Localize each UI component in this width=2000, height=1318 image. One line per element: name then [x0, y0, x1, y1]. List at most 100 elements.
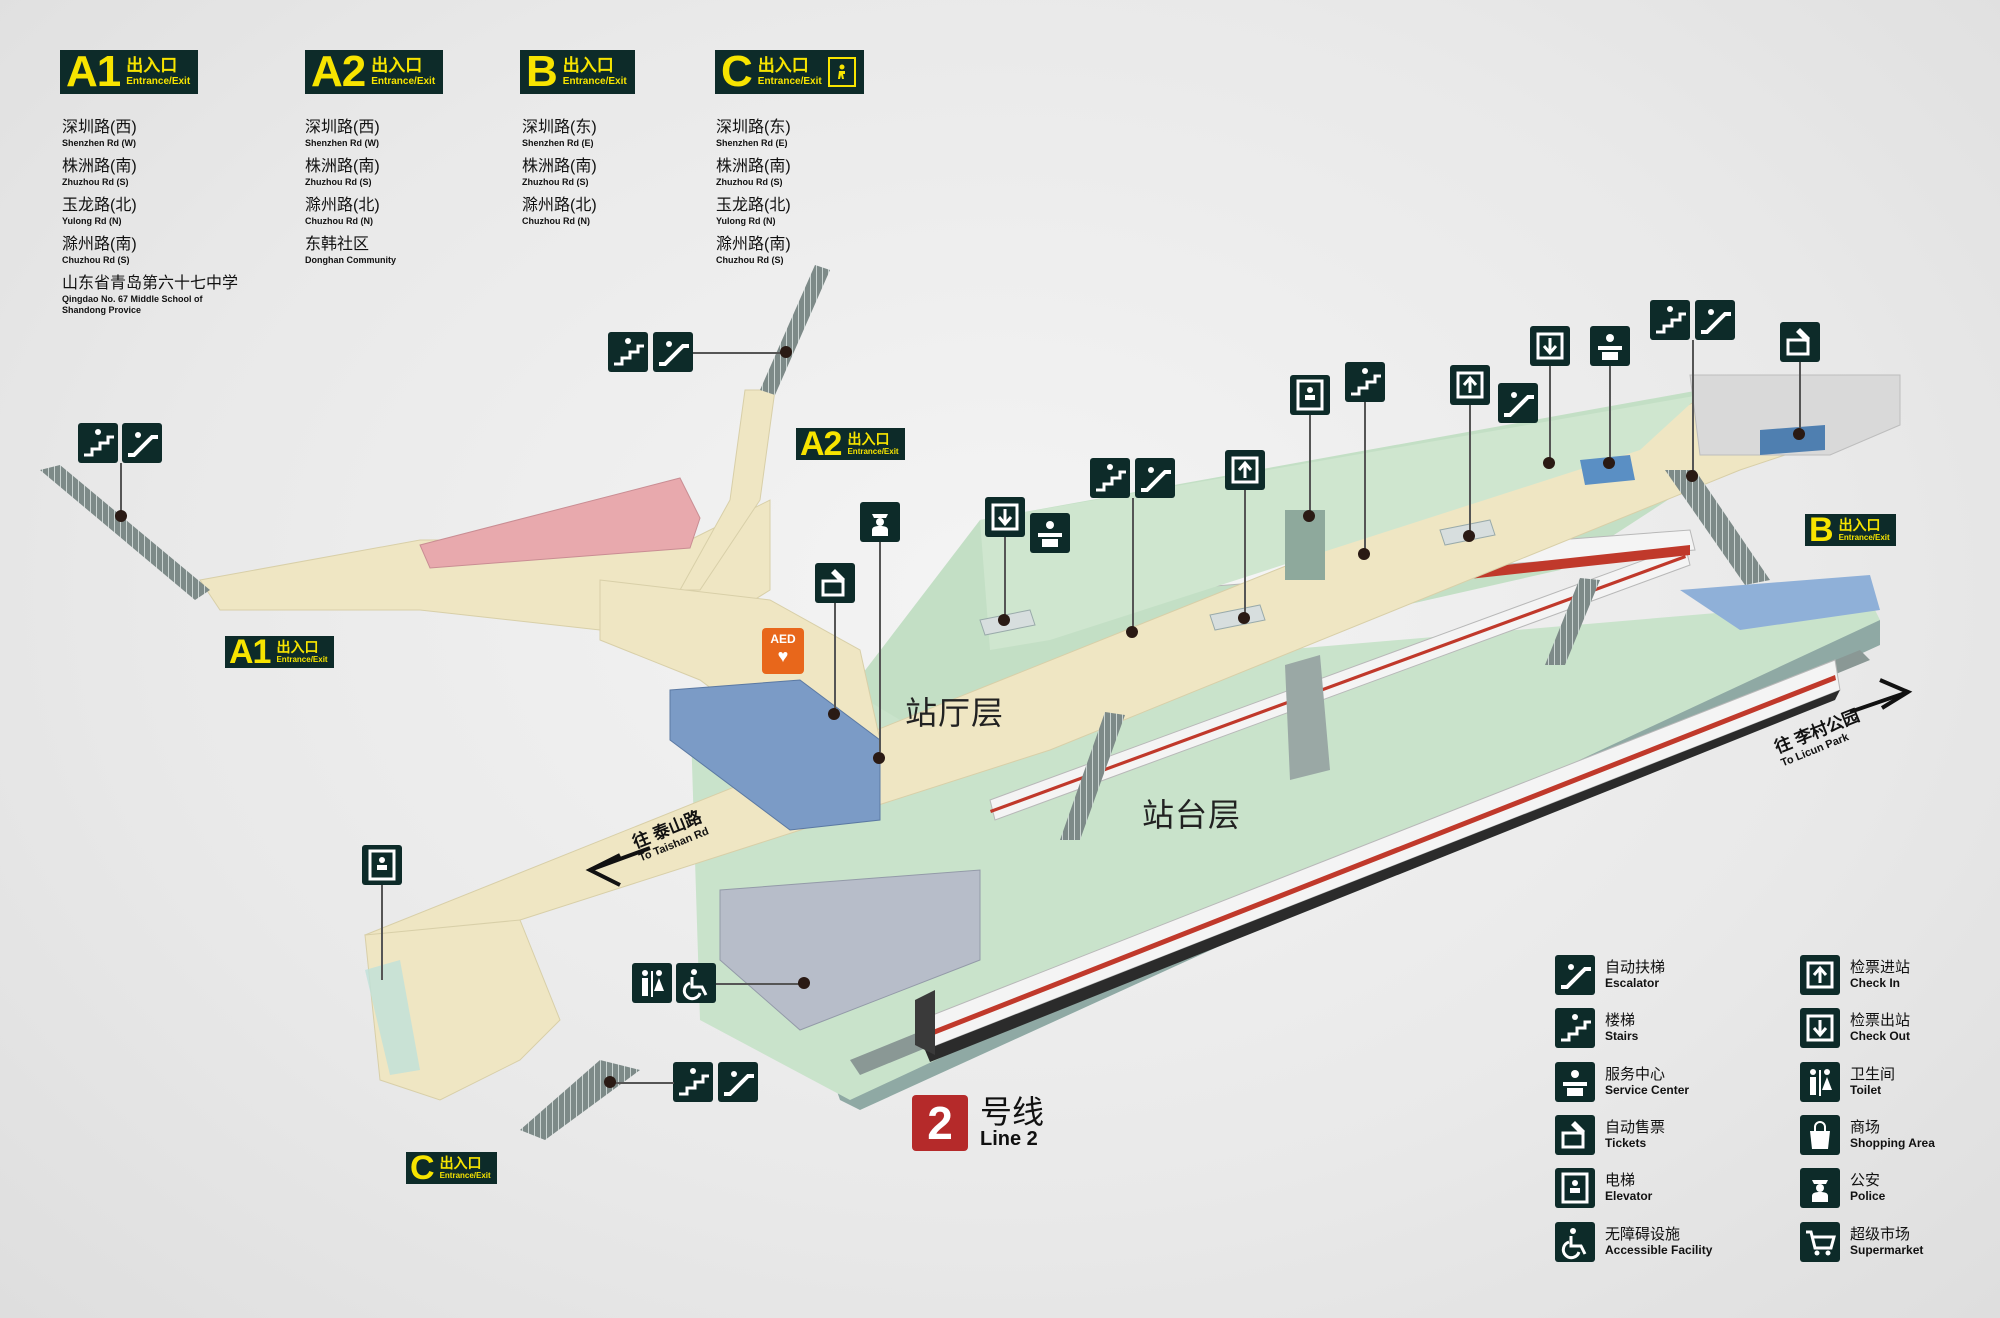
aed-label: AED	[770, 632, 796, 646]
leader-line	[120, 463, 122, 513]
check-in-icon	[1450, 365, 1490, 405]
legend-en: Elevator	[1605, 1188, 1653, 1203]
gate-set-2	[1209, 604, 1266, 631]
exit-en: Entrance/Exit	[757, 76, 822, 87]
concourse-level-label: 站厅层	[905, 695, 1005, 731]
ticket-machines	[1760, 425, 1825, 455]
exit-code: A1	[229, 633, 271, 671]
exit-en: Entrance/Exit	[1838, 533, 1890, 542]
location-dot	[780, 346, 792, 358]
elevator-tower	[1285, 510, 1325, 580]
dest-cn: 株洲路(南)	[716, 158, 791, 175]
dest-en: Zhuzhou Rd (S)	[716, 177, 783, 187]
police-icon	[860, 502, 900, 542]
legend-en: Supermarket	[1850, 1242, 1924, 1257]
dest-en: Yulong Rd (N)	[62, 216, 122, 226]
police-icon	[1800, 1168, 1840, 1208]
stairs-icon	[673, 1062, 713, 1102]
platform-escalator-2	[1545, 578, 1600, 665]
dest-cn: 山东省青岛第六十七中学	[62, 275, 239, 292]
legend-en: Shopping Area	[1850, 1135, 1935, 1150]
location-dot	[1463, 530, 1475, 542]
escalator-icon	[718, 1062, 758, 1102]
escalator-icon	[1498, 383, 1538, 423]
location-dot	[828, 708, 840, 720]
stairs-icon	[1345, 362, 1385, 402]
leader-line	[1549, 366, 1551, 461]
exit-cn: 出入口	[276, 639, 319, 655]
location-dot	[873, 752, 885, 764]
dest-cn: 玉龙路(北)	[716, 197, 791, 214]
leader-line	[1244, 490, 1246, 615]
exit-cn: 出入口	[126, 56, 178, 75]
exit-en: Entrance/Exit	[276, 655, 328, 664]
stairs-icon	[78, 423, 118, 463]
dest-cn: 滁州路(南)	[716, 236, 791, 253]
check-out-icon	[1530, 326, 1570, 366]
elevator-icon	[827, 57, 856, 87]
check-in-icon	[1225, 450, 1265, 490]
service-center-icon	[1030, 513, 1070, 553]
exit-en: Entrance/Exit	[371, 76, 436, 87]
exit-cn: 出入口	[371, 56, 423, 75]
escalator-icon	[122, 423, 162, 463]
dest-en: Chuzhou Rd (N)	[305, 216, 373, 226]
stairs-icon	[1090, 458, 1130, 498]
concourse-right-block	[1689, 374, 1901, 456]
legend-en: Toilet	[1850, 1082, 1882, 1097]
legend-en: Accessible Facility	[1605, 1242, 1713, 1257]
leader-line	[716, 983, 801, 985]
exit-code: A2	[311, 47, 366, 96]
dest-cn: 株洲路(南)	[62, 158, 137, 175]
dest-en: Chuzhou Rd (N)	[522, 216, 590, 226]
exit-cn: 出入口	[847, 431, 890, 447]
exit-code: A2	[800, 425, 842, 463]
legend-cn: 自动售票	[1605, 1119, 1666, 1137]
line-number: 2	[912, 1095, 968, 1151]
exit-en: Entrance/Exit	[439, 1171, 491, 1180]
dest-en: Chuzhou Rd (S)	[716, 255, 784, 265]
dest-en: Zhuzhou Rd (S)	[522, 177, 589, 187]
check-out-icon	[1800, 1008, 1840, 1048]
ticket-machine-icon	[1780, 322, 1820, 362]
legend-cn: 检票出站	[1850, 1012, 1911, 1030]
exit-en: Entrance/Exit	[847, 447, 899, 456]
platform-level-label: 站台层	[1142, 797, 1242, 833]
location-dot	[1686, 470, 1698, 482]
exit-a2-destinations: 深圳路(西)Shenzhen Rd (W) 株洲路(南)Zhuzhou Rd (…	[305, 118, 396, 274]
elevator-icon	[1555, 1168, 1595, 1208]
dest-en: Zhuzhou Rd (S)	[62, 177, 129, 187]
leader-line	[1309, 415, 1311, 515]
legend-en: Check Out	[1850, 1028, 1911, 1043]
train-front	[915, 659, 1841, 1062]
escalator-icon	[1695, 300, 1735, 340]
dest-en: Shenzhen Rd (W)	[62, 138, 136, 148]
legend-cn: 超级市场	[1850, 1226, 1911, 1244]
exit-code: B	[1809, 511, 1834, 549]
legend-cn: 服务中心	[1605, 1066, 1666, 1084]
a1-escalator	[40, 465, 210, 600]
heart-icon: ♥	[777, 646, 789, 666]
location-dot	[1793, 428, 1805, 440]
supermarket-icon	[1800, 1222, 1840, 1262]
stairs-icon	[1650, 300, 1690, 340]
dest-en: Zhuzhou Rd (S)	[305, 177, 372, 187]
dest-cn: 株洲路(南)	[305, 158, 380, 175]
legend-en: Check In	[1850, 975, 1901, 990]
legend-cn: 公安	[1850, 1172, 1881, 1190]
train-back	[989, 544, 1691, 821]
line-cn: 号线	[980, 1093, 1045, 1130]
dest-en: Shenzhen Rd (W)	[305, 138, 379, 148]
leader-line	[612, 1082, 674, 1084]
